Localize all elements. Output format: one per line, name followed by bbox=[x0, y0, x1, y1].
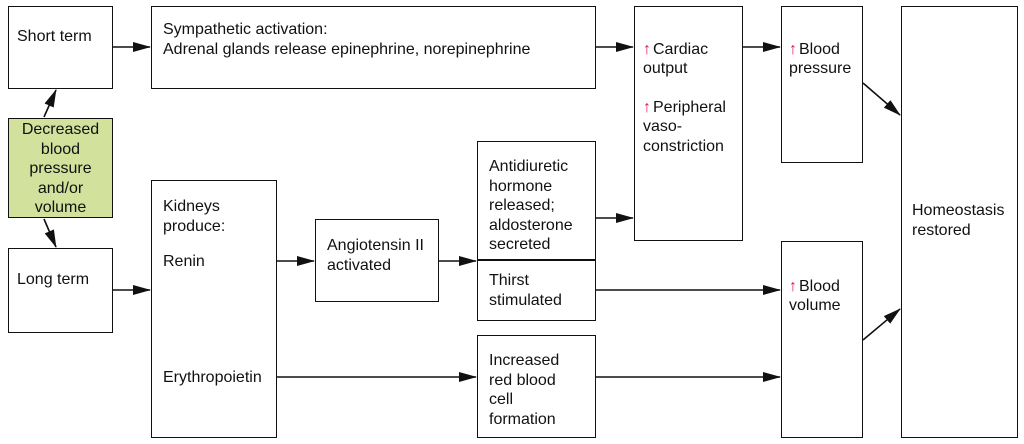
arrow-blood-pressure-to-homeostasis bbox=[862, 82, 901, 116]
long-term-box bbox=[8, 248, 113, 333]
adh-thirst-box bbox=[477, 141, 596, 321]
sympathetic-label: Sympathetic activation: Adrenal glands r… bbox=[163, 21, 531, 58]
sympathetic-box bbox=[151, 6, 596, 89]
short-term-label: Short term bbox=[17, 28, 92, 45]
blood-pressure-label: ↑Blood pressure bbox=[789, 40, 852, 78]
increase-arrow-icon: ↑ bbox=[789, 40, 797, 58]
rbc-box bbox=[477, 335, 596, 438]
thirst-label: Thirst stimulated bbox=[489, 272, 562, 309]
renin-label: Renin bbox=[163, 253, 205, 270]
adh-label: Antidiuretic hormone released; aldostero… bbox=[489, 158, 573, 253]
long-term-label: Long term bbox=[17, 271, 90, 288]
cardiac-box bbox=[634, 6, 743, 241]
homeostasis-box bbox=[901, 6, 1018, 438]
kidneys-title: Kidneys produce: bbox=[163, 198, 226, 235]
homeostasis-label: Homeostasis restored bbox=[912, 202, 1005, 239]
arrow-start-to-long-term bbox=[43, 218, 57, 248]
erythropoietin-label: Erythropoietin bbox=[163, 369, 262, 386]
blood-pressure-box bbox=[781, 6, 863, 163]
blood-volume-box bbox=[781, 241, 863, 438]
rbc-label: Increased red blood cell formation bbox=[489, 352, 560, 428]
peripheral-label: ↑Peripheral vaso- constriction bbox=[643, 98, 726, 155]
increase-arrow-icon: ↑ bbox=[789, 277, 797, 295]
start-label: Decreased blood pressure and/or volume bbox=[21, 121, 100, 216]
increase-arrow-icon: ↑ bbox=[643, 40, 651, 58]
angiotensin-label: Angiotensin II activated bbox=[327, 237, 424, 274]
increase-arrow-icon: ↑ bbox=[643, 98, 651, 116]
arrow-blood-volume-to-homeostasis bbox=[862, 308, 901, 341]
arrow-start-to-short-term bbox=[43, 89, 57, 118]
adh-thirst-divider bbox=[477, 259, 596, 261]
kidneys-box bbox=[151, 180, 277, 438]
cardiac-output-label: ↑Cardiac output bbox=[643, 40, 709, 78]
short-term-box bbox=[8, 6, 113, 89]
angiotensin-box bbox=[315, 219, 439, 302]
start-box bbox=[8, 118, 113, 218]
blood-volume-label: ↑Blood volume bbox=[789, 277, 841, 315]
